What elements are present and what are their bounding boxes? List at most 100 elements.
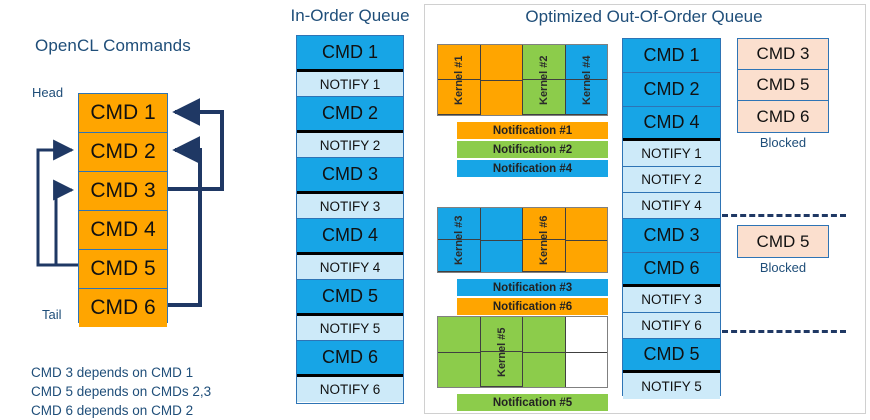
kernel-cell — [523, 353, 565, 388]
kernel-cell — [566, 353, 608, 388]
queue-command-cell: CMD 2 — [623, 73, 720, 107]
queue-notify-cell: NOTIFY 5 — [297, 316, 403, 341]
kernel-cell — [438, 45, 480, 80]
opencl-command-cell: CMD 4 — [79, 211, 167, 250]
dependency-note: CMD 6 depends on CMD 2 — [31, 403, 194, 418]
kernel-column: Kernel #1 — [438, 45, 481, 115]
dependency-notes: CMD 3 depends on CMD 1 CMD 5 depends on C… — [31, 363, 211, 420]
opencl-command-cell: CMD 1 — [79, 94, 167, 133]
blocked-command-cell: CMD 3 — [738, 39, 828, 70]
kernel-cell — [480, 45, 522, 81]
kernel-column: Kernel #2 — [523, 45, 566, 115]
blocked-separator-top — [722, 214, 846, 217]
kernel-column — [480, 208, 523, 273]
kernel-cell — [480, 352, 522, 387]
kernel-notifications: Notification #5 — [437, 394, 608, 411]
opencl-commands-title: OpenCL Commands — [35, 36, 191, 55]
optimized-queue-title: Optimized Out-Of-Order Queue — [525, 7, 763, 26]
queue-notify-cell: NOTIFY 3 — [297, 194, 403, 219]
opencl-command-cell: CMD 6 — [79, 289, 167, 327]
in-order-queue-title: In-Order Queue — [290, 6, 410, 25]
kernel-group-3: Kernel #5 Notification #5 — [437, 316, 608, 416]
queue-command-cell: CMD 6 — [623, 253, 720, 287]
kernel-cell — [438, 353, 480, 388]
blocked-command-cell: CMD 6 — [738, 101, 828, 132]
kernel-cell — [480, 208, 522, 241]
queue-command-cell: CMD 2 — [297, 97, 403, 133]
queue-command-cell: CMD 5 — [297, 280, 403, 316]
kernel-cell — [566, 241, 608, 273]
kernel-cell — [438, 208, 480, 240]
kernel-cell — [565, 45, 607, 80]
kernel-column — [565, 208, 608, 273]
kernel-column — [480, 45, 523, 116]
kernel-cell — [523, 45, 565, 80]
kernel-grid: Kernel #5 — [437, 316, 608, 388]
queue-notify-cell: NOTIFY 6 — [297, 377, 403, 402]
queue-command-cell: CMD 3 — [297, 158, 403, 194]
blocked-list: CMD 5 — [737, 225, 829, 258]
notification-bar: Notification #6 — [457, 298, 608, 315]
opencl-command-cell: CMD 5 — [79, 250, 167, 289]
kernel-notifications: Notification #1 Notification #2 Notificati… — [437, 122, 608, 177]
kernel-cell — [565, 317, 607, 353]
blocked-command-cell: CMD 5 — [738, 226, 828, 257]
kernel-cell — [523, 317, 565, 353]
kernel-cell — [523, 240, 565, 272]
queue-notify-cell: NOTIFY 4 — [297, 255, 403, 280]
blocked-group-2: CMD 5 Blocked — [737, 225, 829, 275]
kernel-cell — [565, 80, 607, 115]
queue-notify-cell: NOTIFY 2 — [623, 167, 720, 193]
kernel-cell — [481, 241, 523, 273]
dependency-note: CMD 5 depends on CMDs 2,3 — [31, 384, 212, 399]
queue-command-cell: CMD 3 — [623, 219, 720, 253]
blocked-caption: Blocked — [759, 260, 807, 275]
notification-bar: Notification #1 — [457, 122, 608, 139]
kernel-column: Kernel #3 — [438, 208, 481, 272]
dependency-note: CMD 3 depends on CMD 1 — [31, 365, 194, 380]
kernel-cell — [438, 240, 480, 272]
queue-command-cell: CMD 1 — [623, 39, 720, 73]
kernel-grid: Kernel #3 Kernel #6 — [437, 207, 608, 273]
queue-notify-cell: NOTIFY 1 — [623, 141, 720, 167]
kernel-column: Kernel #4 — [565, 45, 607, 115]
queue-command-cell: CMD 1 — [297, 36, 403, 72]
queue-notify-cell: NOTIFY 6 — [623, 313, 720, 339]
kernel-column — [523, 317, 566, 387]
head-label: Head — [32, 85, 64, 100]
kernel-column: Kernel #6 — [523, 208, 566, 272]
kernel-column: Kernel #5 — [480, 317, 523, 387]
kernel-column — [438, 317, 481, 387]
kernel-cell — [523, 80, 565, 115]
kernel-cell — [523, 208, 565, 240]
blocked-command-cell: CMD 5 — [738, 70, 828, 101]
notification-bar: Notification #2 — [457, 141, 608, 158]
tail-label: Tail — [42, 307, 62, 322]
queue-notify-cell: NOTIFY 3 — [623, 287, 720, 313]
queue-command-cell: CMD 6 — [297, 341, 403, 377]
queue-notify-cell: NOTIFY 1 — [297, 72, 403, 97]
kernel-cell — [480, 317, 522, 352]
queue-command-cell: CMD 5 — [623, 339, 720, 373]
blocked-separator-bottom — [722, 330, 846, 333]
queue-notify-cell: NOTIFY 4 — [623, 193, 720, 219]
queue-notify-cell: NOTIFY 2 — [297, 133, 403, 158]
queue-command-cell: CMD 4 — [623, 107, 720, 141]
notification-bar: Notification #4 — [457, 160, 608, 177]
opencl-command-cell: CMD 2 — [79, 133, 167, 172]
opencl-command-cell: CMD 3 — [79, 172, 167, 211]
kernel-cell — [438, 317, 480, 353]
notification-bar: Notification #5 — [457, 394, 608, 411]
kernel-cell — [481, 81, 523, 116]
queue-notify-cell: NOTIFY 5 — [623, 373, 720, 399]
queue-command-cell: CMD 4 — [297, 219, 403, 255]
